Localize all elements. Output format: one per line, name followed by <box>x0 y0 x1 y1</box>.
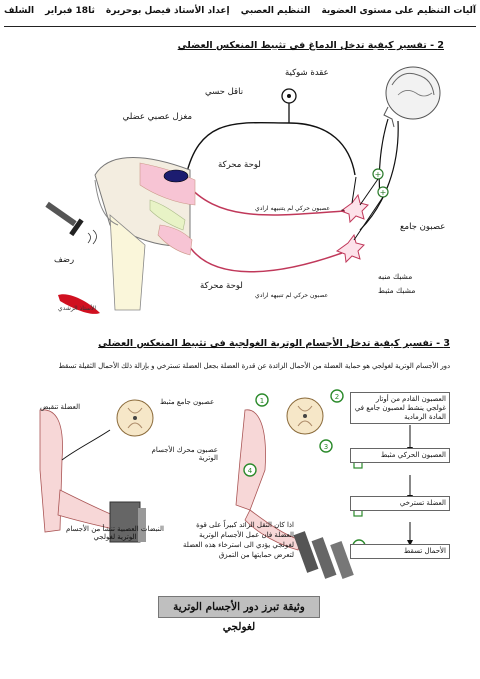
descending-fiber-1 <box>378 118 389 196</box>
middle-arm-illustration <box>235 409 354 579</box>
label-left-caption: النبضات العصبية تنشأ من الأجسام الوترية … <box>66 525 164 541</box>
header-author: إعداد الأستاذ فيصل بوحريرة <box>105 6 230 16</box>
spinal-cord-left-icon <box>116 399 154 437</box>
left-arm-illustration <box>39 409 146 543</box>
label-muscle-spindle: مغزل عصبي عضلي <box>122 112 192 122</box>
middle-explanation: اذا كان الثقل الزائد كبيراً على قوة العض… <box>183 521 294 560</box>
label-muscle-contracts: العضلة تنقبض <box>40 403 81 411</box>
label-golgi-neuron: عصبون محرك الأجسام الوترية <box>151 446 218 462</box>
svg-text:+: + <box>380 188 387 197</box>
label-inhibitory-synapse: مشبك مثبط <box>378 286 416 295</box>
label-sensory-fiber: ناقل حسي <box>205 87 244 97</box>
motor-axon-top <box>185 182 346 216</box>
flow-box-3: العضلة تسترخي <box>350 496 450 511</box>
reflex-hammer-icon <box>45 201 97 245</box>
header-school: آليات التنظيم على مستوى العضوية <box>321 6 476 16</box>
step-circle-4: 4 <box>243 463 257 477</box>
section3-title: 3 - تفسير كيفية تدخل الأجسام الوترية الغ… <box>98 338 450 349</box>
synapse-plus-top-icon: + <box>372 168 384 180</box>
step-circle-2: 2 <box>330 389 344 403</box>
step-circle-3: 3 <box>319 439 333 453</box>
svg-text:2: 2 <box>335 393 339 401</box>
reflex-arc-diagram: + + - <box>45 66 441 314</box>
label-motor-neuron-top: عصبون حركي لم يتنبيهه ارادي <box>255 205 330 212</box>
document-caption: وثيقة تبرز دور الأجسام الوترية لغولجي <box>158 596 320 633</box>
label-spinal-ganglion: عقدة شوكية <box>285 68 329 78</box>
synapse-plus-bottom-icon: + <box>377 186 389 198</box>
spinal-ganglion-icon <box>281 88 297 123</box>
flow-box-2: العصبون الحركي مثبط <box>350 448 450 463</box>
motor-neuron-bottom-icon <box>335 233 365 264</box>
watermark-text: الأستاذ الرشدي <box>58 305 97 312</box>
head-brain-icon <box>383 66 441 128</box>
header-divider <box>4 26 476 27</box>
svg-text:+: + <box>375 170 382 179</box>
label-hammer: رضف <box>54 255 75 265</box>
label-motor-neuron-bottom: عصبون حركي لم تنبيهه ارادي <box>255 292 329 299</box>
step-circle-1: 1 <box>255 393 269 407</box>
leg-illustration <box>94 157 196 311</box>
descending-fiber-2 <box>359 120 399 231</box>
label-interneuron: عصبون جامع <box>400 222 446 232</box>
spinal-cord-middle-icon <box>286 397 324 435</box>
motor-neuron-top-icon <box>339 193 369 224</box>
flow-box-4: الأحمال تسقط <box>350 544 450 559</box>
sensory-fiber-path <box>185 121 356 177</box>
interneuron-link <box>351 176 384 241</box>
svg-text:1: 1 <box>260 397 264 405</box>
label-excitatory-synapse: مشبك منبه <box>378 272 413 281</box>
header-date: ثا18 فبراير <box>45 6 95 16</box>
section2-title: 2 - تفسير كيفية تدخل الدماغ في تثبيط الم… <box>177 40 444 51</box>
svg-text:3: 3 <box>324 443 328 451</box>
flow-box-1: العصبون القادم من أوتار غولجي ينشط لعصبو… <box>350 392 450 425</box>
watermark-stroke <box>58 294 100 314</box>
label-motor-plate-top: لوحة محركة <box>218 160 261 170</box>
header-city: الشلف <box>4 6 35 16</box>
golgi-tendon-diagram: 1 2 3 4 5 <box>39 389 413 579</box>
header-unit: التنظيم العصبي <box>240 6 311 16</box>
motor-axon-bottom <box>185 240 343 273</box>
page-header: آليات التنظيم على مستوى العضوية التنظيم … <box>4 6 476 24</box>
svg-text:4: 4 <box>248 467 253 475</box>
minus-sign-icon: - <box>341 205 345 216</box>
label-inhibitory-interneuron: عصبون جامع مثبط <box>160 398 215 406</box>
section3-intro: دور الأجسام الوترية لغولجي هو حماية العض… <box>58 362 450 370</box>
label-motor-plate-bottom: لوحة محركة <box>200 281 243 291</box>
